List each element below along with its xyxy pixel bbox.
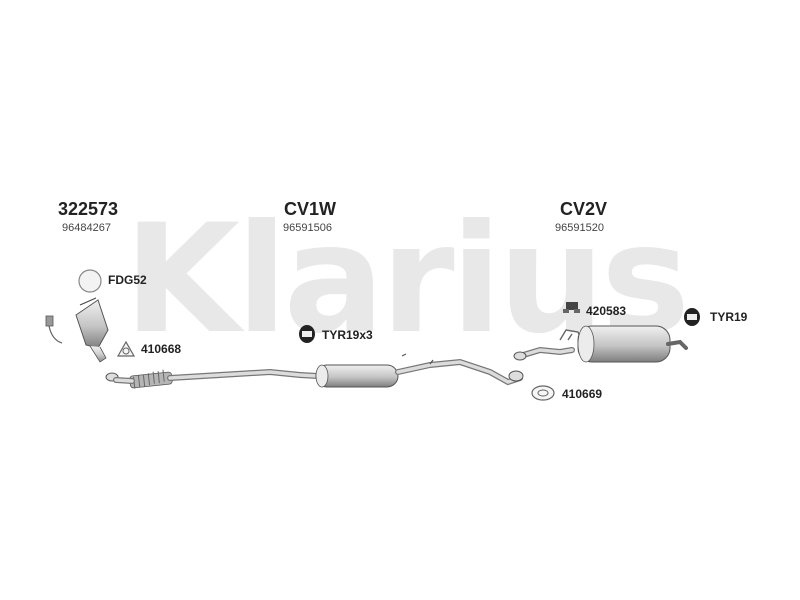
fdg52-ring-icon (78, 269, 102, 293)
rubber-hanger-tyr19-icon (684, 308, 700, 326)
mid-pipe (396, 360, 522, 384)
section-code-middle: CV1W (284, 199, 337, 219)
rear-joint-flange-icon (508, 370, 524, 382)
gasket-410669-icon (531, 385, 555, 401)
gasket-410668-icon (116, 340, 136, 357)
section-ref-middle: 96591506 (283, 222, 332, 234)
front-pipe (114, 370, 320, 383)
catalytic-converter (75, 297, 109, 363)
section-code-front: 322573 (58, 199, 119, 219)
flex-pipe (129, 369, 173, 389)
section-ref-front: 96484267 (62, 222, 111, 234)
part-label-tyr19: TYR19 (710, 310, 748, 324)
part-label-fdg52: FDG52 (108, 273, 147, 287)
section-ref-rear: 96591520 (555, 222, 604, 234)
rear-silencer (577, 325, 671, 363)
rubber-hanger-tyr19x3-icon (299, 325, 315, 343)
part-label-410669: 410669 (562, 387, 603, 401)
pipe-bracket-marks (401, 353, 434, 365)
lambda-sensor-icon (45, 315, 63, 344)
clamp-420583-icon (563, 302, 580, 313)
rear-inlet-pipe (518, 348, 574, 358)
part-label-tyr19x3: TYR19x3 (322, 328, 373, 342)
part-label-410668: 410668 (141, 342, 182, 356)
rear-inlet-flange (513, 351, 527, 361)
center-silencer (315, 364, 399, 388)
section-code-rear: CV2V (560, 199, 608, 219)
tailpipe (666, 339, 688, 350)
part-label-420583: 420583 (586, 304, 627, 318)
